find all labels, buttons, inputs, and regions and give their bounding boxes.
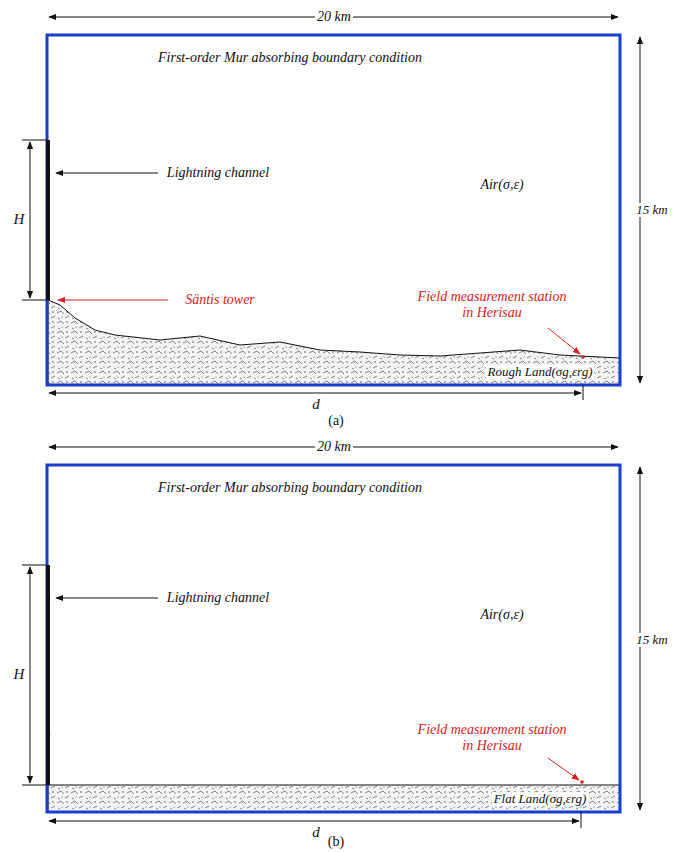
panel-label: (a) [326, 413, 346, 429]
dimension-label: d [310, 396, 322, 413]
dimension-label: 15 km [634, 633, 669, 648]
dimension-label: d [310, 824, 322, 841]
dimension-label: 20 km [315, 9, 353, 25]
channel-label: Lightning channel [165, 165, 271, 181]
ground-label: Rough Land(σg,εrg) [486, 365, 595, 380]
boundary-label: First-order Mur absorbing boundary condi… [156, 50, 424, 66]
tower-label: Säntis tower [183, 292, 257, 308]
dimension-label: H [12, 666, 27, 683]
medium-label: Air(σ,ε) [478, 607, 525, 623]
medium-label: Air(σ,ε) [478, 177, 525, 193]
station-label: Field measurement station in Herisau [415, 722, 569, 754]
panel-a [22, 17, 640, 400]
dimension-label: 15 km [634, 203, 669, 218]
dimension-label: 20 km [315, 439, 353, 455]
ground-label: Flat Land(σg,εrg) [492, 792, 589, 807]
dimension-label: H [12, 211, 27, 228]
panel-b [22, 447, 640, 828]
station-label: Field measurement station in Herisau [415, 289, 569, 321]
panel-label: (b) [326, 834, 346, 850]
channel-label: Lightning channel [165, 590, 271, 606]
boundary-label: First-order Mur absorbing boundary condi… [156, 480, 424, 496]
